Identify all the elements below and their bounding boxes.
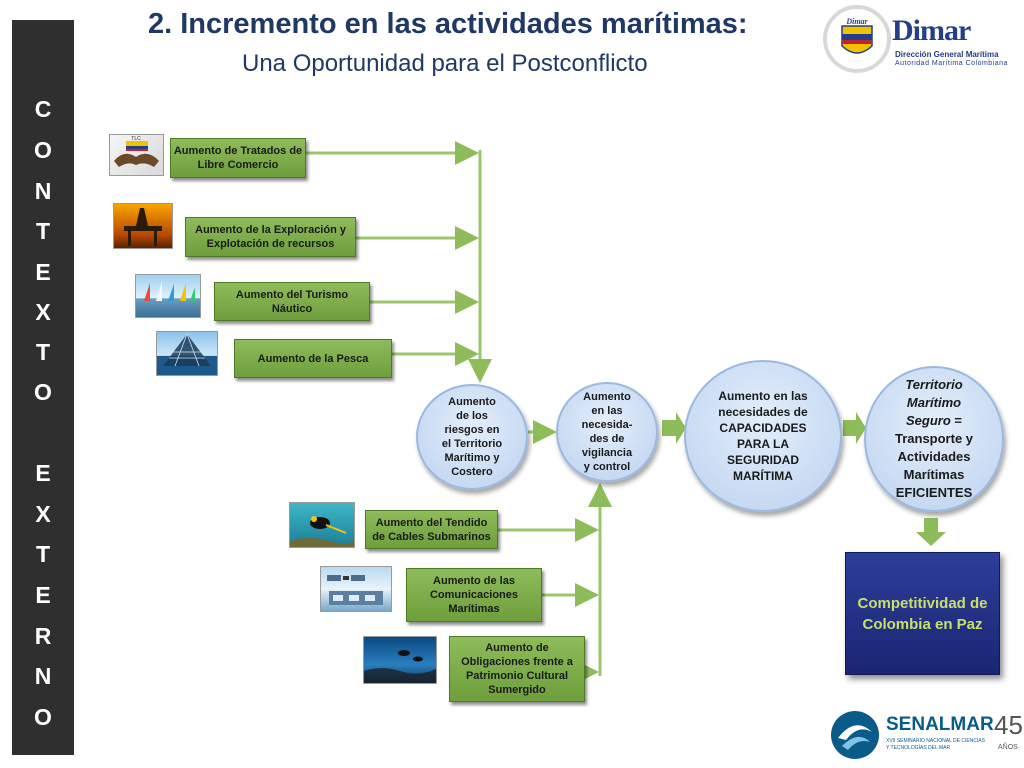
trade-agreement-photo: TLC: [109, 134, 164, 176]
sidebar-letter: N: [34, 663, 52, 689]
dimar-logo: Dimar Dimar Dirección General Marítima A…: [822, 4, 1022, 76]
box-exploration-exploitation: Aumento de la Exploración y Explotación …: [185, 217, 356, 257]
circle-safe-maritime-territory: Territorio Marítimo Seguro = Transporte …: [864, 366, 1004, 512]
box-submarine-cables: Aumento del Tendido de Cables Submarinos: [365, 510, 498, 549]
sidebar-letter: R: [34, 623, 52, 649]
underwater-heritage-photo: [363, 636, 437, 684]
sidebar-letter: X: [35, 299, 51, 325]
page-title: 2. Incremento en las actividades marítim…: [148, 8, 748, 40]
oil-rig-photo: [113, 203, 173, 249]
sidebar-letter: T: [35, 339, 51, 365]
fishing-net-icon: [163, 333, 211, 367]
shipwreck-icon: [364, 650, 436, 683]
sidebar-letter: O: [34, 704, 52, 730]
block-arrow: [843, 412, 866, 444]
box-underwater-cultural-heritage: Aumento de Obligaciones frente a Patrimo…: [449, 636, 585, 702]
sidebar-letter: E: [35, 582, 51, 608]
block-arrow: [662, 412, 686, 444]
sidebar-letter: E: [35, 259, 51, 285]
senalmar-subtitle: XVII SEMINARIO NACIONAL DE CIENCIAS Y TE…: [886, 738, 986, 751]
sailboats-photo: [135, 274, 201, 318]
svg-text:Dimar: Dimar: [845, 17, 868, 26]
senalmar-wordmark: SENALMAR: [886, 714, 994, 735]
satellite-icon: [327, 575, 383, 605]
circle-maritime-security-capabilities: Aumento en las necesidades de CAPACIDADE…: [684, 360, 842, 512]
fishing-net-photo: [156, 331, 218, 376]
senalmar-logo: SENALMAR XVII SEMINARIO NACIONAL DE CIEN…: [828, 708, 1024, 764]
box-fishing: Aumento de la Pesca: [234, 339, 392, 378]
block-arrow: [916, 518, 946, 546]
result-competitiveness-box: Competitividad de Colombia en Paz: [845, 552, 1000, 675]
sidebar-letter: T: [35, 218, 51, 244]
sidebar-letter: X: [35, 501, 51, 527]
senalmar-anniversary-number: 45: [994, 710, 1023, 740]
diver-icon: [290, 516, 354, 547]
box-nautical-tourism: Aumento del Turismo Náutico: [214, 282, 370, 321]
sidebar-contexto-externo: C O N T E X T O E X T E R N O: [12, 20, 74, 755]
sailboat-icon: [144, 281, 195, 301]
sidebar-letter: N: [34, 178, 52, 204]
sidebar-letter: T: [35, 541, 51, 567]
maritime-communications-photo: [320, 566, 392, 612]
senalmar-anniversary-label: AÑOS: [998, 744, 1018, 751]
handshake-icon: TLC: [114, 136, 159, 167]
dimar-tagline: Autoridad Marítima Colombiana: [895, 60, 1008, 67]
dimar-subtitle: Dirección General Marítima: [895, 50, 999, 59]
sidebar-letter: E: [35, 460, 51, 486]
box-maritime-communications: Aumento de las Comunicaciones Marítimas: [406, 568, 542, 622]
diver-photo: [289, 502, 355, 548]
sidebar-letter: O: [34, 379, 52, 405]
dimar-seal-icon: Dimar: [823, 5, 891, 73]
box-free-trade-agreements: Aumento de Tratados de Libre Comercio: [170, 138, 306, 178]
sidebar-letter: O: [34, 137, 52, 163]
circle-increased-surveillance: Aumento en las necesida- des de vigilanc…: [556, 382, 658, 482]
circle-increased-risks: Aumento de los riesgos en el Territorio …: [416, 384, 528, 490]
page-subtitle: Una Oportunidad para el Postconflicto: [242, 50, 648, 77]
senalmar-swirl-icon: [831, 711, 879, 759]
sidebar-letter: C: [34, 96, 52, 122]
oil-platform-icon: [124, 208, 162, 246]
svg-text:TLC: TLC: [131, 136, 141, 142]
dimar-wordmark: Dimar: [892, 14, 971, 47]
